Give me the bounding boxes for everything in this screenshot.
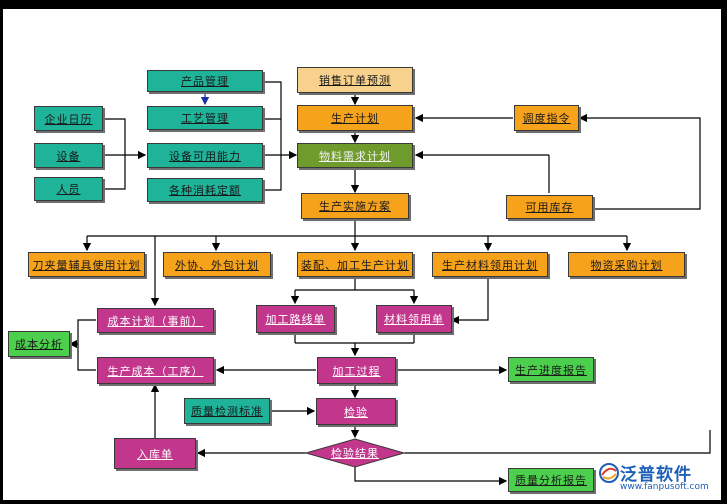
- inspection-result-diamond: [305, 438, 405, 468]
- outsourcing-plan-box: 外协、外包计划: [163, 252, 271, 277]
- qc-standard-box: 质量检测标准: [184, 398, 270, 424]
- fanpu-logo: 泛普软件 www.fanpusoft.com: [598, 458, 720, 496]
- sales-forecast-box: 销售订单预测: [297, 67, 413, 93]
- material-requisition-plan-box: 生产材料领用计划: [432, 252, 548, 277]
- logo-url: www.fanpusoft.com: [620, 482, 709, 492]
- personnel-box: 人员: [34, 177, 103, 201]
- equipment-box: 设备: [34, 143, 103, 168]
- tooling-plan-box: 刀夹量辅具使用计划: [28, 252, 145, 277]
- inspection-result-label: 检验结果: [331, 447, 379, 460]
- product-management-box: 产品管理: [147, 70, 263, 92]
- cost-analysis-box: 成本分析: [8, 331, 70, 357]
- routing-sheet-box: 加工路线单: [256, 305, 335, 333]
- production-plan-box: 生产计划: [297, 105, 413, 131]
- quality-report-box: 质量分析报告: [508, 468, 594, 492]
- inbound-order-box: 入库单: [114, 438, 196, 469]
- fanpu-logo-icon: [599, 463, 619, 483]
- dispatch-order-box: 调度指令: [514, 105, 579, 131]
- available-stock-box: 可用库存: [506, 195, 593, 219]
- inspection-box: 检验: [316, 398, 396, 425]
- cost-plan-box: 成本计划（事前）: [97, 308, 214, 333]
- material-requisition-box: 材料领用单: [376, 305, 452, 333]
- production-cost-box: 生产成本（工序）: [97, 357, 214, 384]
- assembly-production-plan-box: 装配、加工生产计划: [297, 252, 413, 277]
- equipment-capacity-box: 设备可用能力: [147, 143, 263, 168]
- consumption-quota-box: 各种消耗定额: [147, 178, 263, 202]
- purchase-plan-box: 物资采购计划: [568, 252, 685, 277]
- enterprise-calendar-box: 企业日历: [34, 106, 103, 131]
- progress-report-box: 生产进度报告: [508, 357, 594, 382]
- material-requirement-plan-box: 物料需求计划: [297, 143, 413, 168]
- machining-process-box: 加工过程: [317, 357, 396, 384]
- production-scheme-box: 生产实施方案: [301, 193, 409, 219]
- process-management-box: 工艺管理: [147, 106, 263, 130]
- logo-name: 泛普软件: [620, 465, 692, 485]
